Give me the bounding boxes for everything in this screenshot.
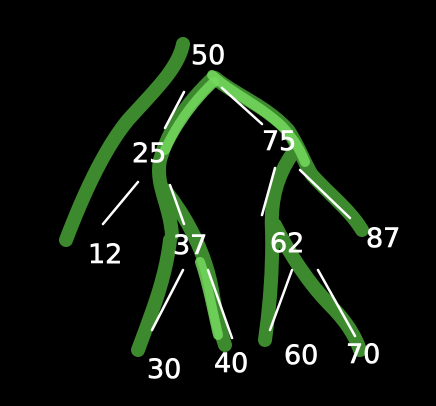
edge-50-75 <box>220 86 264 126</box>
node-62: 62 <box>270 228 304 259</box>
node-87: 87 <box>366 223 400 254</box>
tree-edges <box>101 86 357 340</box>
highlight-stroke-50-to-75-bright <box>207 70 310 167</box>
edge-37-40 <box>206 268 234 340</box>
highlight-stroke-37-to-30 <box>131 233 177 357</box>
node-12: 12 <box>88 239 122 270</box>
highlight-stroke-left-outer <box>59 37 190 247</box>
edge-62-70 <box>316 268 357 338</box>
edge-62-60 <box>268 268 294 332</box>
node-70: 70 <box>346 339 380 370</box>
highlight-stroke-50-to-25-bright <box>160 77 219 155</box>
node-30: 30 <box>147 354 181 385</box>
node-37: 37 <box>173 230 207 261</box>
node-75: 75 <box>262 126 296 157</box>
node-40: 40 <box>214 348 248 379</box>
edge-25-12 <box>101 180 140 226</box>
tree-nodes: 50 25 75 12 37 62 87 30 40 60 70 <box>88 40 401 386</box>
edge-75-87 <box>298 168 352 220</box>
edge-75-62 <box>260 166 277 217</box>
edge-25-37 <box>168 183 186 226</box>
node-60: 60 <box>284 340 318 371</box>
highlight-stroke-37-to-40-bright <box>195 257 223 340</box>
node-50: 50 <box>191 40 225 71</box>
edge-37-30 <box>150 268 185 332</box>
node-25: 25 <box>132 138 166 169</box>
edge-50-25 <box>163 90 186 130</box>
highlight-strokes <box>59 37 369 357</box>
